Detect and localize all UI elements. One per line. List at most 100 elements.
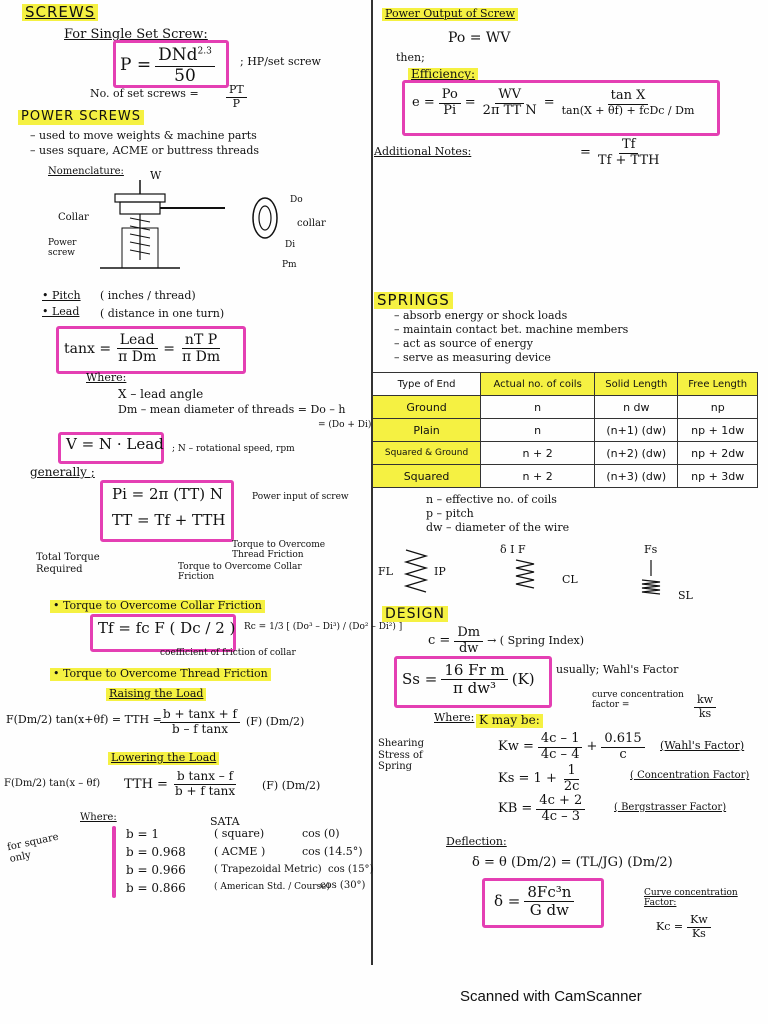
- lowering-tail: (F) (Dm/2): [262, 779, 321, 792]
- cell-type: Squared & Ground: [371, 441, 482, 465]
- p: P: [232, 96, 241, 110]
- ks-d: 2c: [563, 778, 580, 794]
- defl-formula: δ = θ (Dm/2) = (TL/JG) (Dm/2): [472, 855, 673, 870]
- kw-f1-d: 4c – 4: [540, 746, 580, 762]
- po-formula: Po = WV: [448, 30, 511, 46]
- b-row-1-type: ( ACME ): [214, 845, 266, 858]
- tanx-box: [56, 326, 246, 374]
- ss-box: [394, 656, 552, 708]
- total-torque: Total Torque Required: [36, 552, 100, 575]
- tf-formula: Tf = fc F ( Dc / 2 ): [98, 619, 236, 637]
- set-screw-formula: P = DNd2.3 50: [120, 45, 215, 86]
- kb-d: 4c – 3: [541, 808, 581, 824]
- springs-title: SPRINGS: [374, 291, 453, 310]
- power-screw-label: Power screw: [48, 238, 77, 259]
- dm-def: Dm – mean diameter of threads = Do – h: [118, 403, 346, 416]
- n-def: ; N – rotational speed, rpm: [172, 444, 295, 454]
- cell-solid: (n+1) (dw): [594, 418, 679, 442]
- set-screw-den: 50: [174, 65, 196, 86]
- delta-f-label: δ I F: [500, 543, 526, 556]
- kb-n: 4c + 2: [536, 793, 586, 810]
- spring-ends-table: Type of End Actual no. of coils Solid Le…: [371, 372, 758, 488]
- set-screw-exp: 2.3: [197, 46, 212, 57]
- kc-lhs: Kc =: [656, 919, 684, 933]
- c-lhs: c =: [428, 632, 451, 648]
- torque-collar: Torque to Overcome Collar Friction: [178, 562, 302, 583]
- raising: Raising the Load: [106, 687, 207, 701]
- tf-box: [90, 614, 236, 652]
- ss-num: 16 Fr m: [441, 661, 508, 681]
- lowering-mid: TTH =: [124, 777, 168, 792]
- efficiency-box: [402, 80, 720, 136]
- power-screws-title: POWER SCREWS: [18, 109, 144, 125]
- th-free: Free Length: [677, 372, 758, 396]
- e-lhs: e =: [412, 94, 435, 110]
- fs-label: Fs: [644, 543, 658, 556]
- b-row-2-b: b = 0.966: [126, 863, 186, 877]
- cell-type: Squared: [371, 464, 482, 488]
- torque-thread: Torque to Overcome Thread Friction: [232, 540, 326, 561]
- e-f3-n: tan X: [607, 88, 649, 106]
- defl-box-n: 8Fc³n: [524, 883, 575, 903]
- efficiency: Efficiency:: [408, 67, 479, 82]
- set-screw-box: [113, 40, 229, 88]
- num-set-screws: No. of set screws =: [90, 87, 199, 100]
- deflection: Deflection:: [446, 835, 507, 848]
- additional-notes: Additional Notes:: [374, 145, 472, 158]
- table-row: Squared n + 2 (n+3) (dw) np + 3dw: [371, 464, 758, 488]
- screws-title: SCREWS: [22, 3, 99, 22]
- notes-frac-d: Tf + TTH: [597, 152, 660, 168]
- th-type: Type of End: [371, 372, 482, 396]
- d-o: Do: [290, 195, 303, 205]
- b-row-1-b: b = 0.968: [126, 845, 186, 859]
- dm-alt: = (Do + Di) / 2: [318, 420, 386, 430]
- nomenclature: Nomenclature:: [48, 166, 124, 177]
- tt-formula: TT = Tf + TTH: [112, 511, 226, 529]
- rc-formula: Rc = 1/3 [ (Do³ – Di³) / (Do² – Di²) ]: [244, 622, 403, 632]
- b-row-1-cos: cos (14.5°): [302, 845, 363, 858]
- hp-per-set: ; HP/set screw: [240, 55, 321, 68]
- thread-head: • Torque to Overcome Thread Friction: [50, 667, 271, 681]
- defl-box-lhs: δ =: [494, 892, 521, 911]
- lowering-frac-d: b + f tanx: [175, 783, 236, 798]
- shearing: Shearing Stress of Spring: [378, 738, 424, 772]
- w-label: W: [150, 169, 162, 182]
- springs-bullet-1: – maintain contact bet. machine members: [394, 323, 629, 336]
- springs-bullet-3: – serve as measuring device: [394, 351, 551, 364]
- x-def: X – lead angle: [118, 387, 204, 401]
- sl-label: SL: [678, 589, 693, 602]
- p-def: p – pitch: [426, 507, 474, 520]
- kc-d: Ks: [691, 926, 706, 940]
- cell-solid: (n+3) (dw): [594, 464, 679, 488]
- power-input: Power input of screw: [252, 492, 349, 502]
- table-row: Plain n (n+1) (dw) np + 1dw: [371, 418, 758, 442]
- sata: SATA: [210, 815, 240, 828]
- then: then;: [396, 51, 425, 64]
- e-f1-n: Po: [438, 87, 461, 104]
- dw-def: dw – diameter of the wire: [426, 521, 570, 534]
- pi-formula: Pi = 2π (TT) N: [112, 485, 224, 503]
- ss-den: π dw³: [452, 679, 497, 698]
- ss-lhs: Ss =: [402, 670, 438, 689]
- collar-left: Collar: [58, 212, 89, 223]
- b-bar: [112, 826, 116, 898]
- raising-frac-d: b – f tanx: [171, 721, 228, 736]
- b-row-0-cos: cos (0): [302, 827, 340, 840]
- cell-solid: (n+2) (dw): [594, 441, 679, 465]
- table-header-row: Type of End Actual no. of coils Solid Le…: [371, 372, 758, 396]
- lead: • Lead: [42, 305, 80, 318]
- v-box: [58, 432, 164, 464]
- where-label: Where:: [86, 371, 127, 384]
- pitch: • Pitch: [42, 289, 81, 302]
- curve-conc-2: Curve concentration Factor:: [644, 888, 738, 909]
- ks-n: 1: [564, 763, 579, 780]
- ks-lhs: Ks = 1 +: [498, 770, 557, 786]
